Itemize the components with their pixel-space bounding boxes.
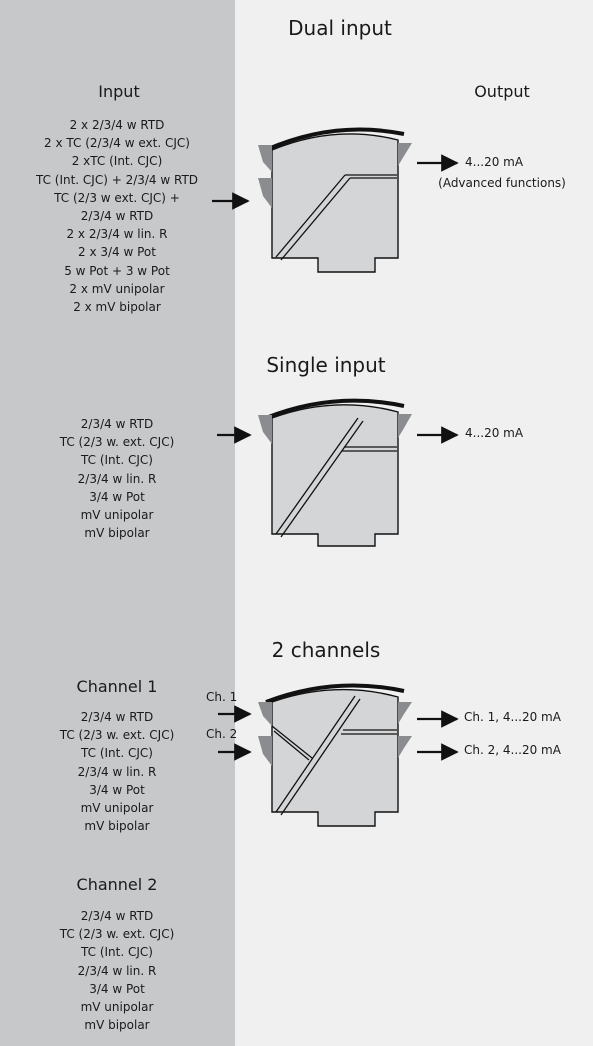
channel-2-header: Channel 2 (76, 875, 158, 894)
list-item: 2/3/4 w lin. R (77, 764, 157, 779)
list-item: mV bipolar (84, 819, 150, 834)
dual-output-note: (Advanced functions) (438, 176, 566, 190)
list-item: 2 x 3/4 w Pot (78, 245, 156, 260)
dual-input-title: Dual input (288, 16, 392, 40)
terminal-tab (398, 702, 412, 724)
list-item: 2 x 2/3/4 w RTD (69, 118, 165, 132)
list-item: 3/4 w Pot (89, 981, 145, 996)
list-item: 2/3/4 w RTD (80, 417, 154, 431)
terminal-tab (398, 414, 412, 438)
channel-2-tag: Ch. 2 (206, 727, 238, 741)
list-item: TC (Int. CJC) (81, 453, 153, 468)
list-item: TC (Int. CJC) (81, 945, 153, 960)
single-input-title: Single input (266, 353, 386, 377)
list-item: mV unipolar (80, 801, 154, 816)
dual-input-device (258, 127, 412, 273)
list-item: 2/3/4 w RTD (80, 909, 154, 923)
list-item: mV bipolar (84, 1018, 150, 1033)
list-item: 2 x 2/3/4 w lin. R (66, 227, 168, 242)
list-item: mV unipolar (80, 1000, 154, 1015)
list-item: 2/3/4 w RTD (80, 209, 154, 224)
channel-1-tag: Ch. 1 (206, 690, 238, 704)
list-item: TC (Int. CJC) (81, 746, 153, 761)
list-item: TC (2/3 w. ext. CJC) (59, 728, 175, 743)
channel-2-input-list: 2/3/4 w RTD TC (2/3 w. ext. CJC) TC (Int… (60, 907, 175, 1034)
list-item: TC (2/3 w ext. CJC) + (54, 190, 180, 205)
dual-output-label: 4...20 mA (465, 155, 524, 169)
terminal-tab (258, 415, 272, 444)
list-item: mV bipolar (84, 526, 150, 541)
terminal-tab (258, 178, 272, 208)
list-item: 3/4 w Pot (89, 489, 145, 504)
list-item: 2/3/4 w RTD (80, 710, 154, 724)
single-input-list: 2/3/4 w RTD TC (2/3 w. ext. CJC) TC (Int… (60, 415, 175, 542)
list-item: TC (2/3 w. ext. CJC) (59, 435, 175, 450)
list-item: 5 w Pot + 3 w Pot (64, 263, 170, 278)
channel-2-output-label: Ch. 2, 4...20 mA (464, 743, 561, 757)
single-input-device (258, 398, 412, 547)
terminal-tab (398, 143, 412, 166)
input-panel-background (0, 0, 235, 1046)
channel-1-output-label: Ch. 1, 4...20 mA (464, 710, 561, 724)
channel-1-header: Channel 1 (76, 677, 158, 696)
dual-input-list: 2 x 2/3/4 w RTD 2 x TC (2/3/4 w ext. CJC… (36, 116, 198, 316)
list-item: 2/3/4 w lin. R (77, 963, 157, 978)
channel-1-input-list: 2/3/4 w RTD TC (2/3 w. ext. CJC) TC (Int… (60, 708, 175, 835)
terminal-tab (258, 702, 272, 726)
list-item: 3/4 w Pot (89, 782, 145, 797)
list-item: mV unipolar (80, 508, 154, 523)
list-item: TC (2/3 w. ext. CJC) (59, 927, 175, 942)
list-item: TC (Int. CJC) + 2/3/4 w RTD (35, 172, 199, 187)
terminal-tab (398, 736, 412, 758)
list-item: 2 x mV bipolar (73, 300, 161, 315)
two-channels-title: 2 channels (271, 638, 381, 662)
list-item: 2/3/4 w lin. R (77, 471, 157, 486)
list-item: 2 xTC (Int. CJC) (71, 154, 163, 169)
output-header: Output (474, 82, 530, 101)
terminal-tab (258, 145, 272, 172)
list-item: 2 x mV unipolar (69, 281, 165, 296)
single-output-label: 4...20 mA (465, 426, 524, 440)
list-item: 2 x TC (2/3/4 w ext. CJC) (44, 136, 190, 151)
two-channel-device (258, 683, 412, 827)
input-header: Input (98, 82, 140, 101)
terminal-tab (258, 736, 272, 766)
